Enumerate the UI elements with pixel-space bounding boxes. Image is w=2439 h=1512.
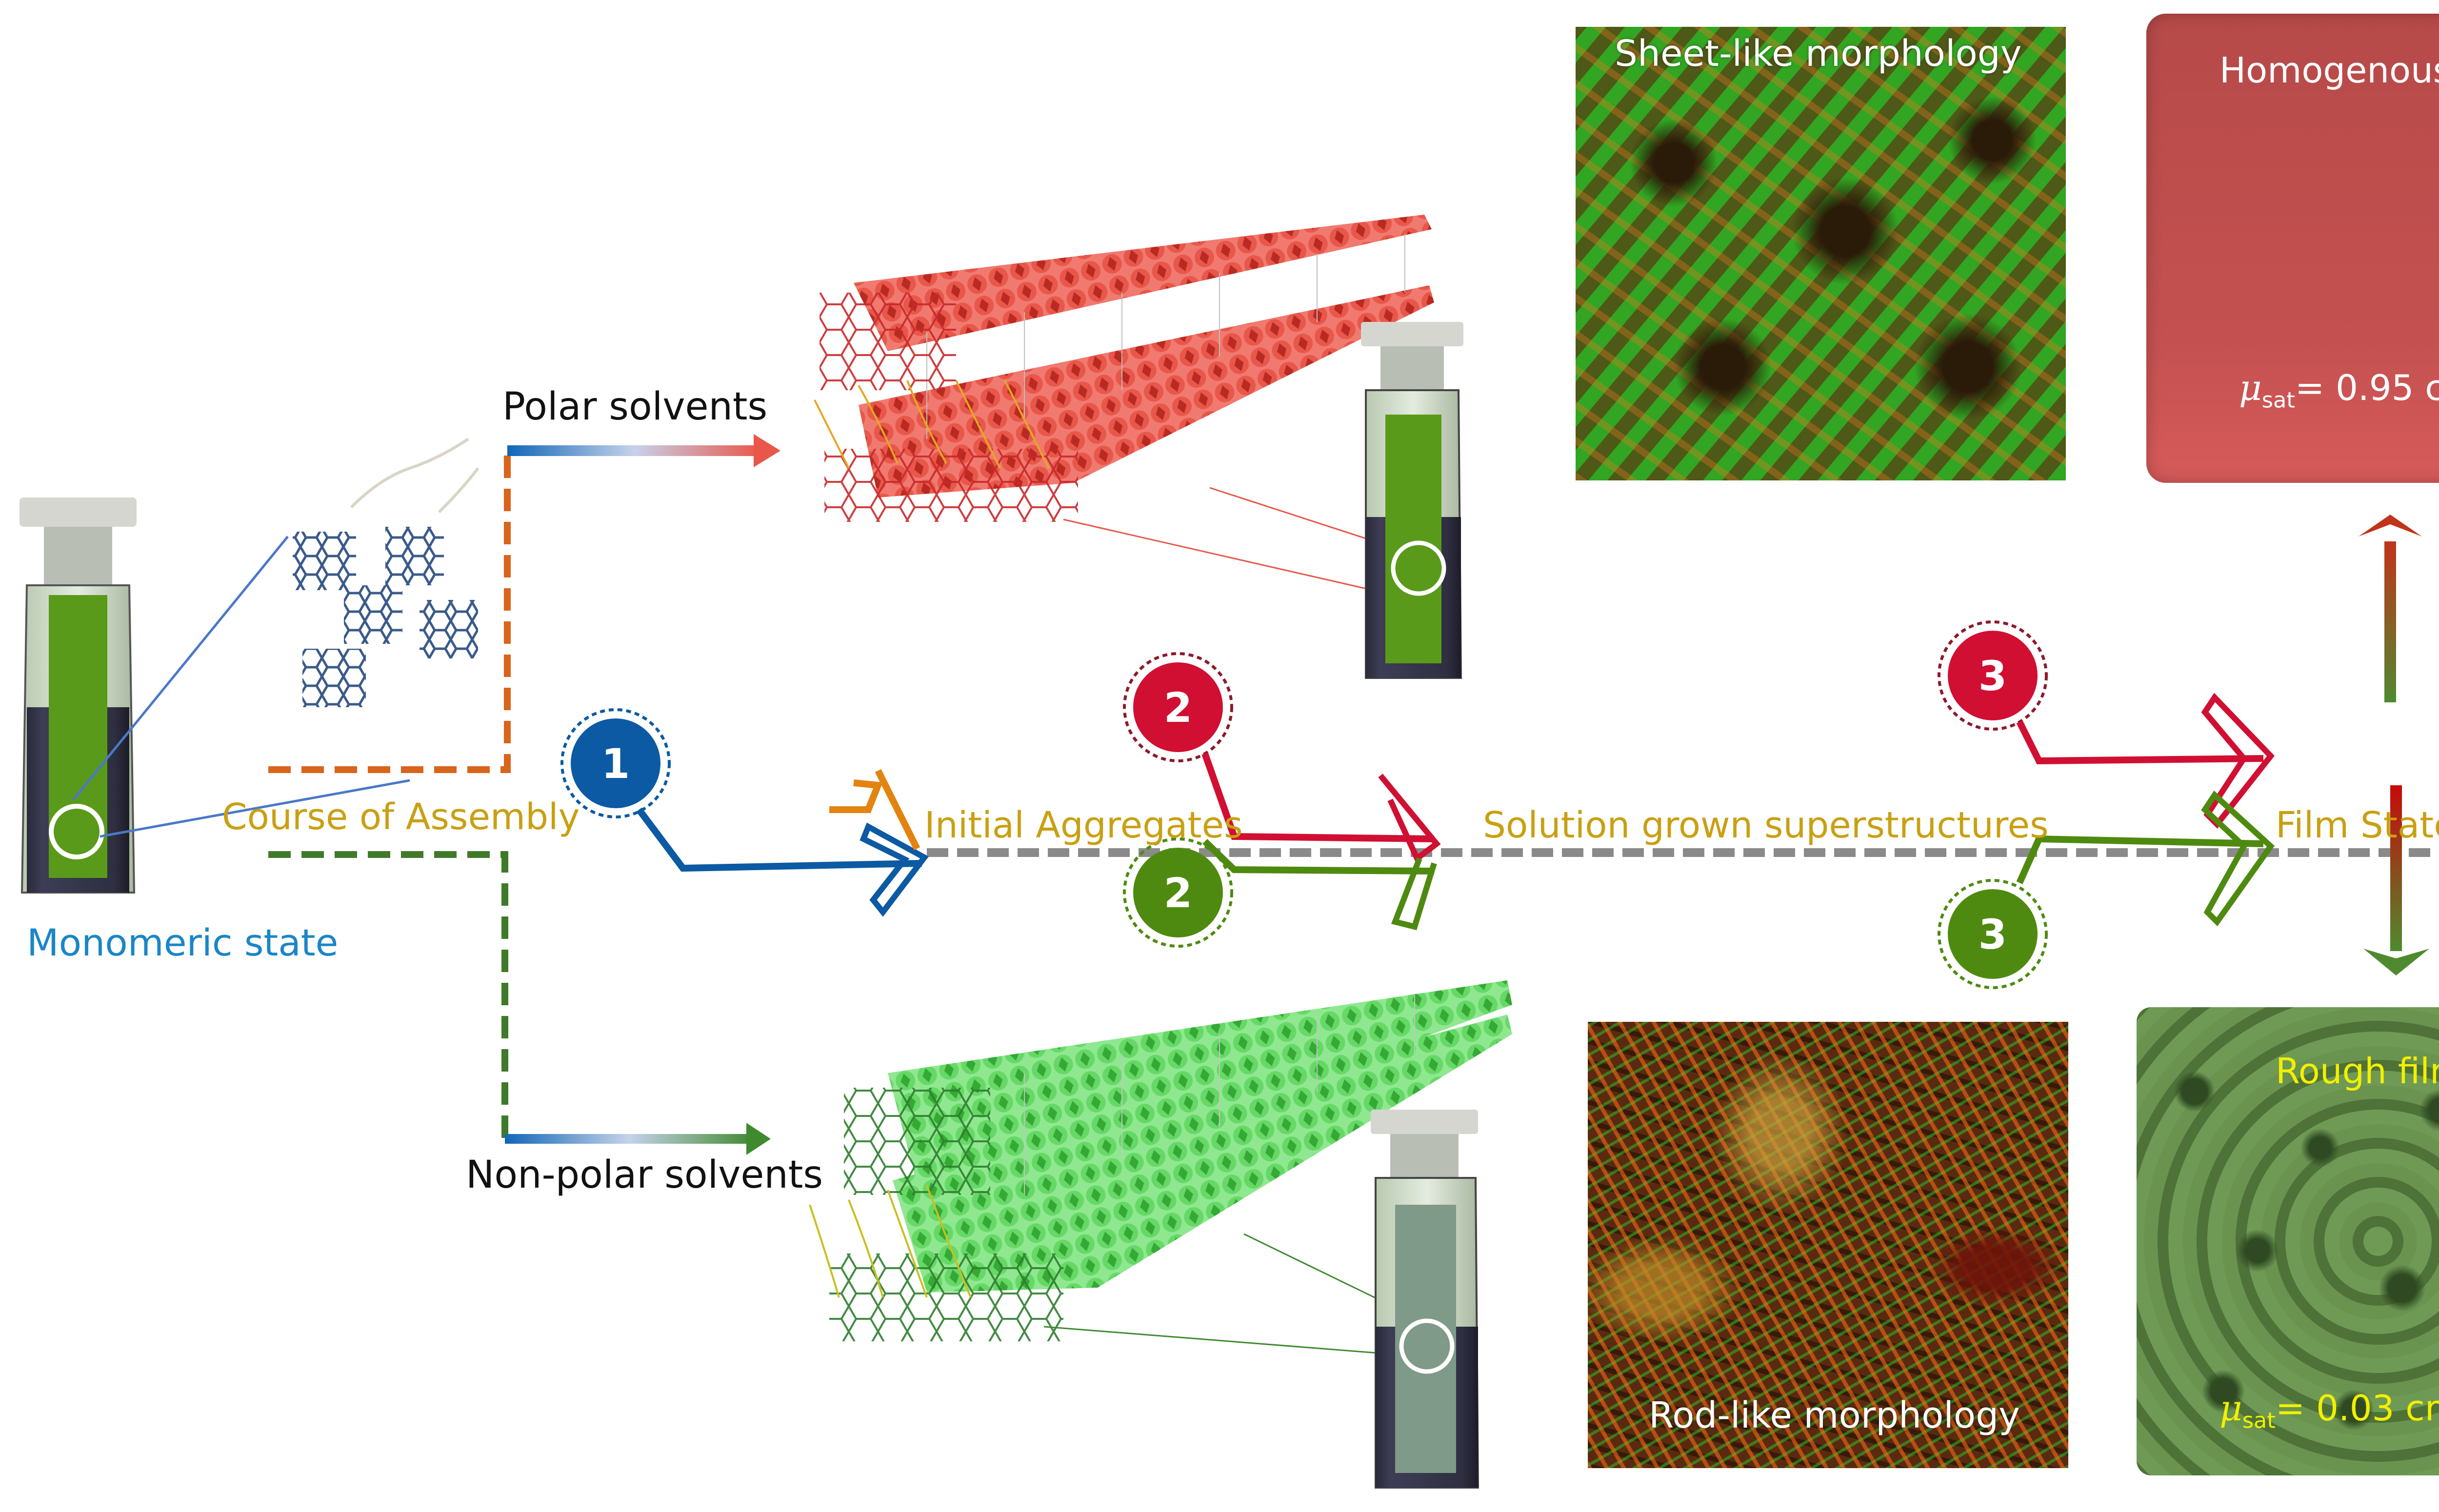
step-2-nonpolar: 2 (1123, 837, 1437, 948)
nonpolar-solvents-label: Non-polar solvents (466, 1153, 823, 1197)
rough-film-panel: Rough film μsat= 0.03 cm2V-1S-1 (2137, 1007, 2439, 1475)
mu-symbol: μ (2239, 367, 2262, 408)
monomer-molecules (293, 438, 480, 707)
mu-sub: sat (2242, 1408, 2276, 1433)
svg-text:1: 1 (601, 740, 630, 788)
step-2-polar: 2 (1123, 652, 1441, 863)
mobility-value: = 0.03 cm (2275, 1388, 2439, 1429)
mu-symbol: μ (2219, 1388, 2242, 1429)
mu-sub: sat (2261, 387, 2295, 413)
svg-text:3: 3 (1979, 652, 2007, 700)
stage-solution-grown-superstructures: Solution grown superstructures (1483, 804, 2049, 846)
polar-path (268, 434, 780, 773)
vial-polar (1063, 322, 1463, 679)
vial-monomeric (20, 497, 410, 894)
homogenous-film-panel: Homogenous film μsat= 0.95 cm2V-1S-1 (2146, 14, 2439, 483)
rod-morphology-image: Rod-like morphology (1588, 1022, 2068, 1468)
sheet-morphology-label: Sheet-like morphology (1615, 33, 2022, 75)
rod-morphology-label: Rod-like morphology (1649, 1394, 2020, 1436)
polar-sheet-model (814, 215, 1434, 522)
rough-film-title: Rough film (2276, 1051, 2439, 1092)
arrow-to-rough-film (2363, 785, 2429, 975)
step-1: 1 (560, 708, 929, 917)
svg-text:3: 3 (1979, 911, 2007, 958)
stage-initial-aggregates: Initial Aggregates (924, 804, 1243, 846)
nonpolar-sheet-model (809, 980, 1512, 1341)
course-of-assembly-label: Course of Assembly (222, 796, 580, 838)
step-3-nonpolar: 3 (1938, 790, 2275, 989)
arrow-to-homogenous-film (2359, 515, 2422, 702)
svg-text:2: 2 (1164, 869, 1192, 917)
polar-solvents-label: Polar solvents (502, 385, 768, 429)
stage-film-state: Film State (2276, 804, 2439, 846)
svg-text:2: 2 (1164, 684, 1192, 732)
step-3-polar: 3 (1938, 620, 2275, 829)
rough-film-mobility: μsat= 0.03 cm2V-1S-1 (2219, 1390, 2439, 1432)
vial-nonpolar (1043, 1110, 1479, 1489)
monomeric-state-label: Monomeric state (27, 921, 339, 964)
homogenous-film-mobility: μsat= 0.95 cm2V-1S-1 (2239, 370, 2439, 411)
homogenous-film-title: Homogenous film (2219, 50, 2439, 91)
sheet-morphology-image: Sheet-like morphology (1576, 27, 2066, 480)
mobility-value: = 0.95 cm (2295, 367, 2439, 408)
nonpolar-path (268, 851, 771, 1155)
